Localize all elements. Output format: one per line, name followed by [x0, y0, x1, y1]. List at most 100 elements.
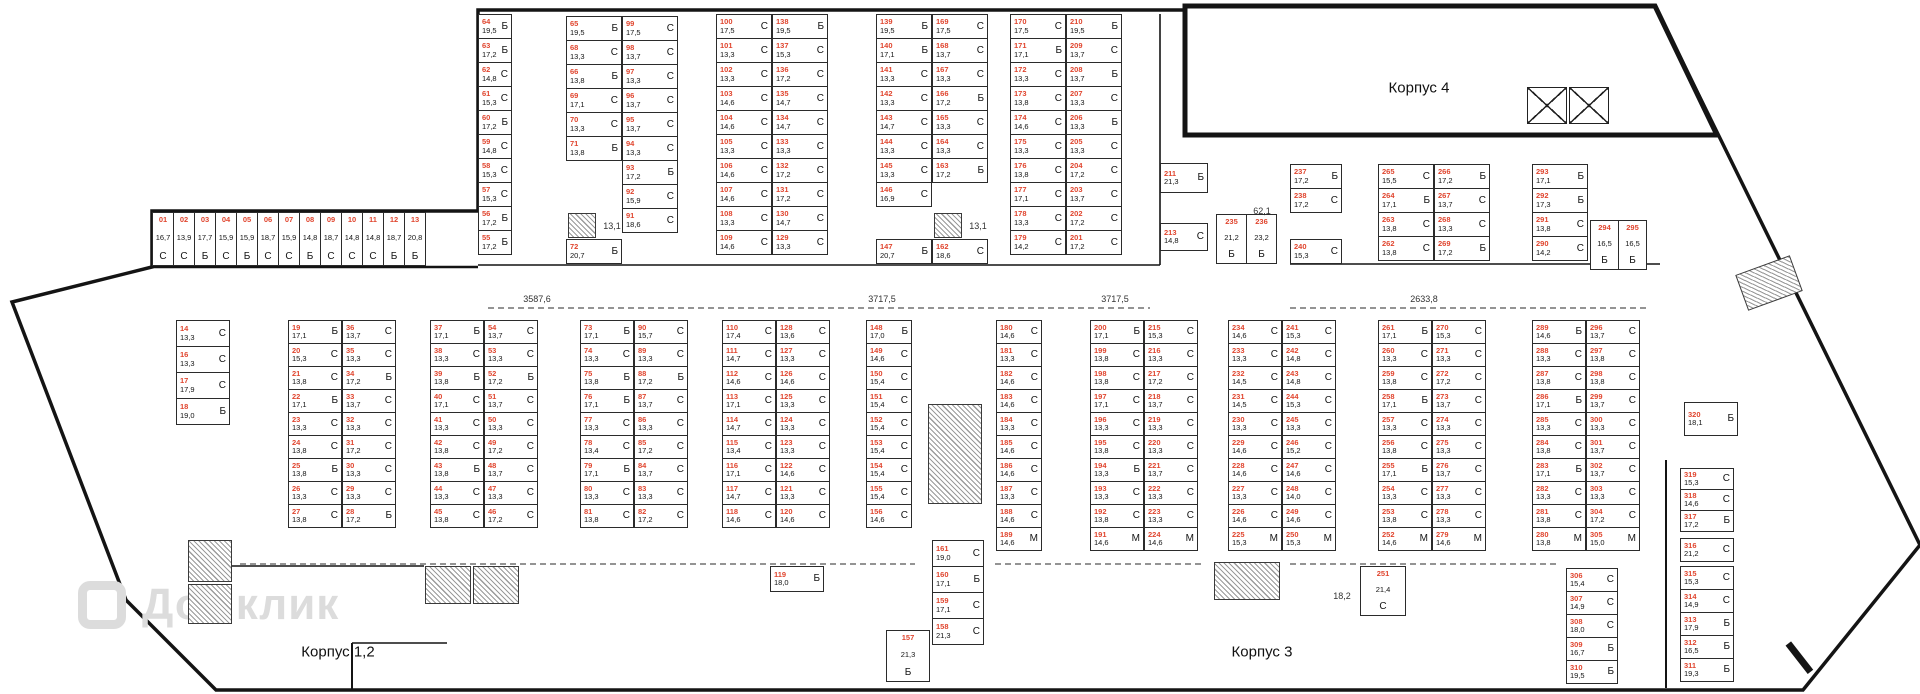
- unit-cell-33[interactable]: 3313,7С: [342, 389, 396, 413]
- unit-cell-06[interactable]: 0618,7С: [257, 212, 279, 266]
- unit-cell-173[interactable]: 17313,8С: [1010, 86, 1066, 111]
- unit-cell-250[interactable]: 25015,3М: [1282, 527, 1336, 551]
- unit-cell-108[interactable]: 10813,3С: [716, 206, 772, 231]
- unit-cell-278[interactable]: 27813,3С: [1432, 504, 1486, 528]
- unit-cell-257[interactable]: 25713,3С: [1378, 412, 1432, 436]
- unit-cell-267[interactable]: 26713,7С: [1434, 188, 1490, 213]
- unit-cell-220[interactable]: 22013,3С: [1144, 435, 1198, 459]
- unit-cell-317[interactable]: 31717,2Б: [1680, 510, 1734, 532]
- unit-cell-29[interactable]: 2913,3С: [342, 481, 396, 505]
- unit-cell-52[interactable]: 5217,2Б: [484, 366, 538, 390]
- unit-cell-26[interactable]: 2613,3С: [288, 481, 342, 505]
- unit-cell-194[interactable]: 19413,3Б: [1090, 458, 1144, 482]
- unit-cell-117[interactable]: 11714,7С: [722, 481, 776, 505]
- unit-cell-78[interactable]: 7813,4С: [580, 435, 634, 459]
- unit-cell-269[interactable]: 26917,2Б: [1434, 236, 1490, 261]
- unit-cell-36[interactable]: 3613,7С: [342, 320, 396, 344]
- unit-cell-253[interactable]: 25313,8С: [1378, 504, 1432, 528]
- unit-cell-66[interactable]: 6613,8Б: [566, 64, 622, 89]
- unit-cell-81[interactable]: 8113,8С: [580, 504, 634, 528]
- unit-cell-32[interactable]: 3213,3С: [342, 412, 396, 436]
- unit-cell-34[interactable]: 3417,2Б: [342, 366, 396, 390]
- unit-cell-13[interactable]: 1320,8Б: [404, 212, 426, 266]
- unit-cell-303[interactable]: 30313,3С: [1586, 481, 1640, 505]
- unit-cell-151[interactable]: 15115,4С: [866, 389, 912, 413]
- unit-cell-180[interactable]: 18014,6С: [996, 320, 1042, 344]
- unit-cell-135[interactable]: 13514,7С: [772, 86, 828, 111]
- unit-cell-160[interactable]: 16017,1Б: [932, 566, 984, 593]
- unit-cell-263[interactable]: 26313,8С: [1378, 212, 1434, 237]
- unit-cell-247[interactable]: 24714,6С: [1282, 458, 1336, 482]
- unit-cell-237[interactable]: 23717,2Б: [1290, 164, 1342, 189]
- unit-cell-150[interactable]: 15015,4С: [866, 366, 912, 390]
- unit-cell-130[interactable]: 13014,7С: [772, 206, 828, 231]
- unit-cell-128[interactable]: 12813,6С: [776, 320, 830, 344]
- unit-cell-183[interactable]: 18314,6С: [996, 389, 1042, 413]
- unit-cell-174[interactable]: 17414,6С: [1010, 110, 1066, 135]
- unit-cell-17[interactable]: 1717,9С: [176, 372, 230, 399]
- unit-cell-76[interactable]: 7617,1Б: [580, 389, 634, 413]
- unit-cell-123[interactable]: 12313,3С: [776, 435, 830, 459]
- unit-cell-124[interactable]: 12413,3С: [776, 412, 830, 436]
- unit-cell-176[interactable]: 17613,8С: [1010, 158, 1066, 183]
- unit-cell-21[interactable]: 2113,8С: [288, 366, 342, 390]
- unit-cell-140[interactable]: 14017,1Б: [876, 38, 932, 63]
- unit-cell-229[interactable]: 22914,6С: [1228, 435, 1282, 459]
- unit-cell-111[interactable]: 11114,7С: [722, 343, 776, 367]
- unit-cell-134[interactable]: 13414,7С: [772, 110, 828, 135]
- unit-cell-234[interactable]: 23414,6С: [1228, 320, 1282, 344]
- unit-cell-218[interactable]: 21813,7С: [1144, 389, 1198, 413]
- unit-cell-42[interactable]: 4213,8С: [430, 435, 484, 459]
- unit-cell-91[interactable]: 9118,6С: [622, 208, 678, 233]
- unit-cell-156[interactable]: 15614,6С: [866, 504, 912, 528]
- unit-cell-170[interactable]: 17017,5С: [1010, 14, 1066, 39]
- unit-cell-88[interactable]: 8817,2Б: [634, 366, 688, 390]
- unit-cell-106[interactable]: 10614,6С: [716, 158, 772, 183]
- unit-cell-311[interactable]: 31119,3Б: [1680, 658, 1734, 682]
- unit-cell-201[interactable]: 20117,2С: [1066, 230, 1122, 255]
- unit-cell-252[interactable]: 25214,6М: [1378, 527, 1432, 551]
- unit-cell-319[interactable]: 31915,3С: [1680, 468, 1734, 490]
- unit-cell-171[interactable]: 17117,1Б: [1010, 38, 1066, 63]
- unit-cell-266[interactable]: 26617,2Б: [1434, 164, 1490, 189]
- unit-cell-285[interactable]: 28513,3С: [1532, 412, 1586, 436]
- unit-cell-55[interactable]: 5517,2Б: [478, 230, 512, 255]
- unit-cell-270[interactable]: 27015,3С: [1432, 320, 1486, 344]
- unit-cell-210[interactable]: 21019,5Б: [1066, 14, 1122, 39]
- unit-cell-222[interactable]: 22213,3С: [1144, 481, 1198, 505]
- unit-cell-35[interactable]: 3513,3С: [342, 343, 396, 367]
- unit-cell-178[interactable]: 17813,3С: [1010, 206, 1066, 231]
- unit-cell-227[interactable]: 22713,3С: [1228, 481, 1282, 505]
- unit-cell-154[interactable]: 15415,4С: [866, 458, 912, 482]
- unit-cell-236[interactable]: 23623,2Б: [1246, 214, 1277, 264]
- unit-cell-18[interactable]: 1819,0Б: [176, 398, 230, 425]
- unit-cell-264[interactable]: 26417,1Б: [1378, 188, 1434, 213]
- unit-cell-314[interactable]: 31414,9С: [1680, 589, 1734, 613]
- unit-cell-104[interactable]: 10414,6С: [716, 110, 772, 135]
- unit-cell-169[interactable]: 16917,5С: [932, 14, 988, 39]
- unit-cell-24[interactable]: 2413,8С: [288, 435, 342, 459]
- unit-cell-228[interactable]: 22814,6С: [1228, 458, 1282, 482]
- unit-cell-165[interactable]: 16513,3С: [932, 110, 988, 135]
- unit-cell-310[interactable]: 31019,5Б: [1566, 660, 1618, 684]
- unit-cell-02[interactable]: 0213,9С: [173, 212, 195, 266]
- unit-cell-70[interactable]: 7013,3С: [566, 112, 622, 137]
- unit-cell-248[interactable]: 24814,0С: [1282, 481, 1336, 505]
- unit-cell-189[interactable]: 18914,6М: [996, 527, 1042, 551]
- unit-cell-61[interactable]: 6115,3С: [478, 86, 512, 111]
- unit-cell-83[interactable]: 8313,3С: [634, 481, 688, 505]
- unit-cell-244[interactable]: 24415,3С: [1282, 389, 1336, 413]
- unit-cell-149[interactable]: 14914,6С: [866, 343, 912, 367]
- unit-cell-127[interactable]: 12713,3С: [776, 343, 830, 367]
- unit-cell-274[interactable]: 27413,3С: [1432, 412, 1486, 436]
- unit-cell-254[interactable]: 25413,3С: [1378, 481, 1432, 505]
- unit-cell-04[interactable]: 0415,9С: [215, 212, 237, 266]
- unit-cell-198[interactable]: 19813,8С: [1090, 366, 1144, 390]
- unit-cell-279[interactable]: 27914,6М: [1432, 527, 1486, 551]
- unit-cell-113[interactable]: 11317,1С: [722, 389, 776, 413]
- unit-cell-22[interactable]: 2217,1Б: [288, 389, 342, 413]
- unit-cell-14[interactable]: 1413,3С: [176, 320, 230, 347]
- unit-cell-11[interactable]: 1114,8С: [362, 212, 384, 266]
- unit-cell-217[interactable]: 21717,2С: [1144, 366, 1198, 390]
- unit-cell-164[interactable]: 16413,3С: [932, 134, 988, 159]
